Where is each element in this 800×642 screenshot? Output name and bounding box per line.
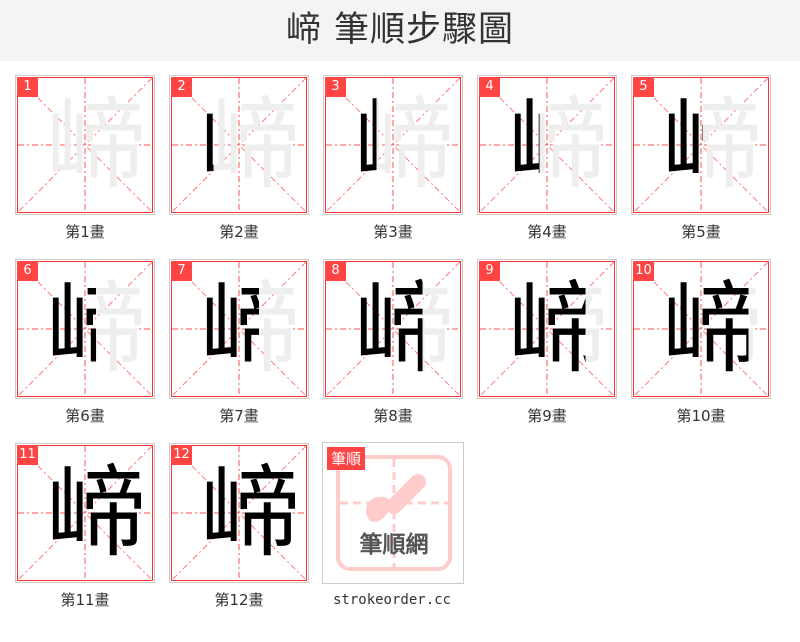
stroke-character: 崹 — [503, 262, 613, 396]
grid-frame: 崹 — [325, 77, 461, 213]
stroke-character: 崹 — [349, 78, 459, 212]
stroke-step-cell[interactable]: 崹 5 — [631, 75, 771, 215]
step-number: 11 — [17, 445, 38, 465]
stroke-step-cell[interactable]: 崹 4 — [477, 75, 617, 215]
stroke-step-cell[interactable]: 崹 10 — [631, 259, 771, 399]
stroke-character: 崹 — [657, 262, 767, 396]
guide-lines — [172, 78, 306, 212]
logo-frame: 筆順網 — [336, 455, 452, 571]
stroke-step-cell[interactable]: 崹 2 — [169, 75, 309, 215]
step-number: 3 — [325, 77, 346, 97]
guide-lines — [172, 446, 306, 580]
grid-frame: 崹 — [479, 77, 615, 213]
stroke-character: 崹 — [41, 446, 151, 580]
guide-lines — [326, 262, 460, 396]
guide-lines — [172, 262, 306, 396]
step-label: 第2畫 — [219, 223, 259, 241]
stroke-character: 崹 — [195, 262, 305, 396]
stroke-character: 崹 — [657, 78, 767, 212]
logo-name: 筆順網 — [359, 532, 429, 558]
step-label: 第1畫 — [65, 223, 105, 241]
stroke-character: 崹 — [41, 262, 151, 396]
step-label: 第3畫 — [373, 223, 413, 241]
grid-frame: 崹 — [17, 77, 153, 213]
step-label: 第9畫 — [527, 407, 567, 425]
step-number: 10 — [633, 261, 654, 281]
stroke-step-cell[interactable]: 崹 7 — [169, 259, 309, 399]
header: 崹 筆順步驟圖 — [0, 0, 800, 61]
guide-lines — [634, 78, 768, 212]
stroke-step-cell[interactable]: 崹 6 — [15, 259, 155, 399]
grid-frame: 崹 — [17, 445, 153, 581]
step-label: 第12畫 — [214, 591, 264, 609]
guide-lines — [18, 262, 152, 396]
grid-frame: 崹 — [325, 261, 461, 397]
step-label: 第5畫 — [681, 223, 721, 241]
step-label: 第7畫 — [219, 407, 259, 425]
step-number: 7 — [171, 261, 192, 281]
stroke-character: 崹 — [41, 78, 151, 212]
stroke-step-cell[interactable]: 崹 3 — [323, 75, 463, 215]
stroke-step-cell[interactable]: 崹 11 — [15, 443, 155, 583]
guide-lines — [326, 78, 460, 212]
stroke-step-cell[interactable]: 崹 9 — [477, 259, 617, 399]
stroke-character: 崹 — [349, 262, 459, 396]
stroke-character: 崹 — [195, 78, 305, 212]
grid-frame: 崹 — [171, 77, 307, 213]
guide-lines — [480, 262, 614, 396]
step-number: 4 — [479, 77, 500, 97]
stroke-step-cell[interactable]: 崹 12 — [169, 443, 309, 583]
stroke-step-cell[interactable]: 崹 1 — [15, 75, 155, 215]
grid-frame: 崹 — [171, 261, 307, 397]
step-label: 第11畫 — [60, 591, 110, 609]
guide-lines — [18, 78, 152, 212]
stroke-character: 崹 — [503, 78, 613, 212]
step-number: 12 — [171, 445, 192, 465]
logo-card[interactable]: 筆順網 筆順 — [322, 442, 464, 584]
grid-frame: 崹 — [633, 261, 769, 397]
grid-frame: 崹 — [17, 261, 153, 397]
step-number: 1 — [17, 77, 38, 97]
grid-frame: 崹 — [171, 445, 307, 581]
step-label: 第8畫 — [373, 407, 413, 425]
stroke-character: 崹 — [195, 446, 305, 580]
step-number: 2 — [171, 77, 192, 97]
logo-tag: 筆順 — [327, 447, 366, 470]
grid-frame: 崹 — [479, 261, 615, 397]
guide-lines — [634, 262, 768, 396]
step-label: 第4畫 — [527, 223, 567, 241]
step-number: 9 — [479, 261, 500, 281]
step-label: 第10畫 — [676, 407, 726, 425]
site-link[interactable]: strokeorder.cc — [332, 592, 451, 608]
brush-icon — [340, 459, 448, 567]
guide-lines — [18, 446, 152, 580]
step-number: 6 — [17, 261, 38, 281]
page-title: 崹 筆順步驟圖 — [285, 10, 515, 50]
stroke-step-cell[interactable]: 崹 8 — [323, 259, 463, 399]
step-number: 5 — [633, 77, 654, 97]
grid-frame: 崹 — [633, 77, 769, 213]
step-number: 8 — [325, 261, 346, 281]
step-label: 第6畫 — [65, 407, 105, 425]
guide-lines — [480, 78, 614, 212]
